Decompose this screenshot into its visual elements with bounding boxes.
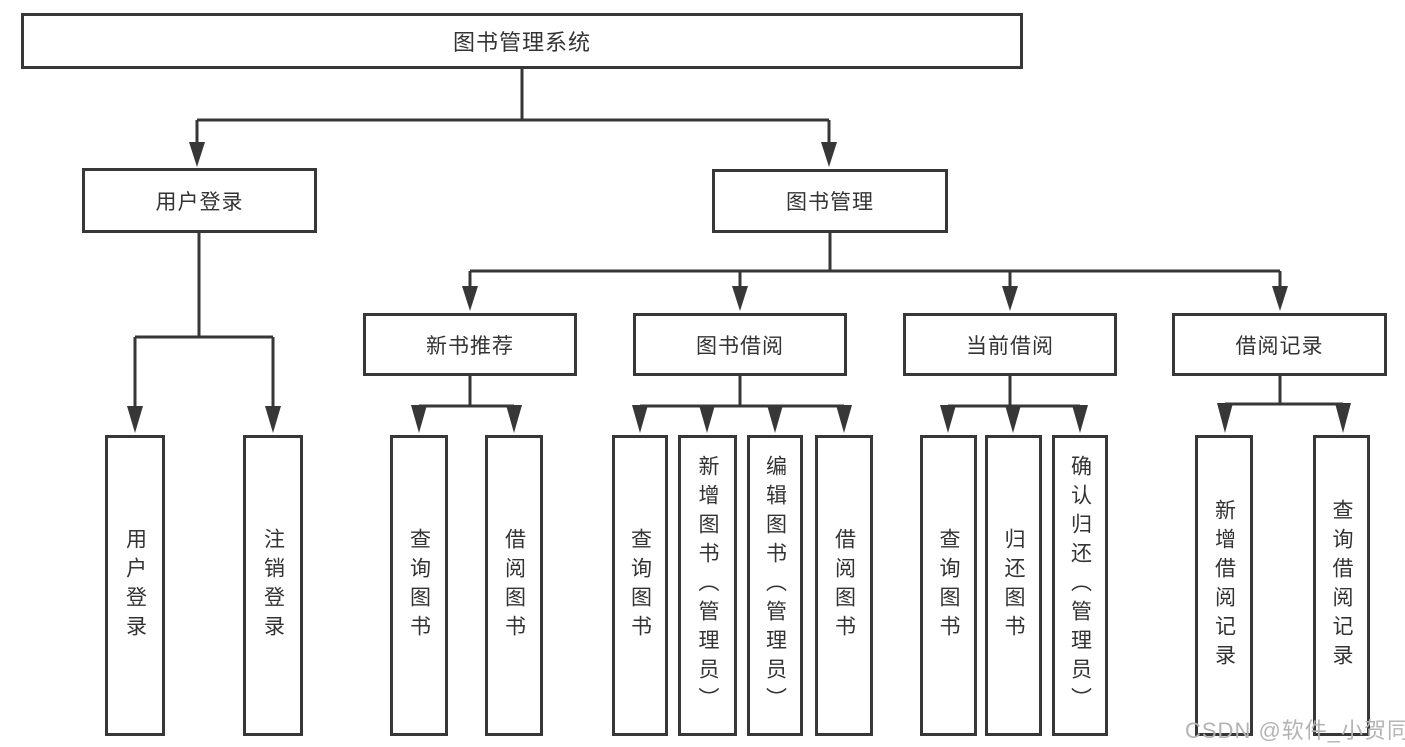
arrow-down-icon [940,405,1088,433]
leaf-label: 新增图书（管理员） [696,455,719,716]
leaf-label: 归还图书 [1002,527,1025,644]
csdn-watermark: CSDN @软件_小贺同学 [1185,718,1405,743]
node-label: 图书借阅 [696,334,784,358]
node-label: 图书管理系统 [452,30,591,55]
leaf-label: 编辑图书（管理员） [763,455,787,716]
leaf-logout: 注销登录 [243,435,303,736]
connector-book-borrow-group [640,376,844,408]
leaf-edit-book-admin: 编辑图书（管理员） [747,435,803,736]
arrow-down-icon [189,142,837,167]
node-label: 用户登录 [155,190,244,214]
node-book-management: 图书管理 [712,169,948,233]
node-current-borrow: 当前借阅 [903,313,1117,376]
leaf-label: 确认归还（管理员） [1068,455,1092,716]
leaf-return-book: 归还图书 [985,435,1042,736]
node-label: 借阅记录 [1235,334,1324,358]
arrow-down-icon [1217,403,1351,433]
leaf-label: 查询图书 [407,527,431,644]
connector-root-to-level2 [195,69,831,145]
node-label: 新书推荐 [426,334,514,358]
arrow-down-icon [632,405,852,433]
leaf-borrow-books-recommend: 借阅图书 [485,435,543,736]
node-new-book-recommend: 新书推荐 [363,313,577,376]
node-label: 当前借阅 [966,334,1054,358]
leaf-add-borrow-record: 新增借阅记录 [1195,435,1253,736]
leaf-label: 借阅图书 [832,527,856,644]
node-label: 图书管理 [786,191,874,214]
connector-new-book-group [419,376,514,408]
leaf-query-books-current: 查询图书 [920,435,977,736]
connector-current-borrow-group [948,376,1080,408]
node-book-borrow: 图书借阅 [633,313,847,376]
connector-user-login-group [133,233,275,408]
leaf-add-book-admin: 新增图书（管理员） [678,435,737,736]
leaf-label: 查询图书 [937,527,960,644]
leaf-borrow-books: 借阅图书 [815,435,873,736]
node-library-management-system: 图书管理系统 [21,13,1023,69]
leaf-label: 注销登录 [261,527,285,644]
leaf-label: 查询图书 [628,527,652,644]
node-user-login: 用户登录 [82,168,317,233]
arrow-down-icon [127,406,281,433]
leaf-query-borrow-record: 查询借阅记录 [1313,435,1370,736]
leaf-query-books-borrow: 查询图书 [612,435,668,736]
leaf-label: 借阅图书 [502,527,526,644]
connector-borrow-records-group [1225,376,1343,406]
leaf-user-login: 用户登录 [105,435,165,736]
leaf-label: 查询借阅记录 [1330,498,1353,673]
arrow-down-icon [462,286,1288,311]
leaf-label: 新增借阅记录 [1212,498,1236,673]
connector-book-management-group [468,233,1282,288]
leaf-confirm-return-admin: 确认归还（管理员） [1052,435,1108,736]
arrow-down-icon [411,405,522,433]
leaf-label: 用户登录 [123,527,147,644]
node-borrow-records: 借阅记录 [1172,313,1387,376]
leaf-query-books-recommend: 查询图书 [390,435,448,736]
